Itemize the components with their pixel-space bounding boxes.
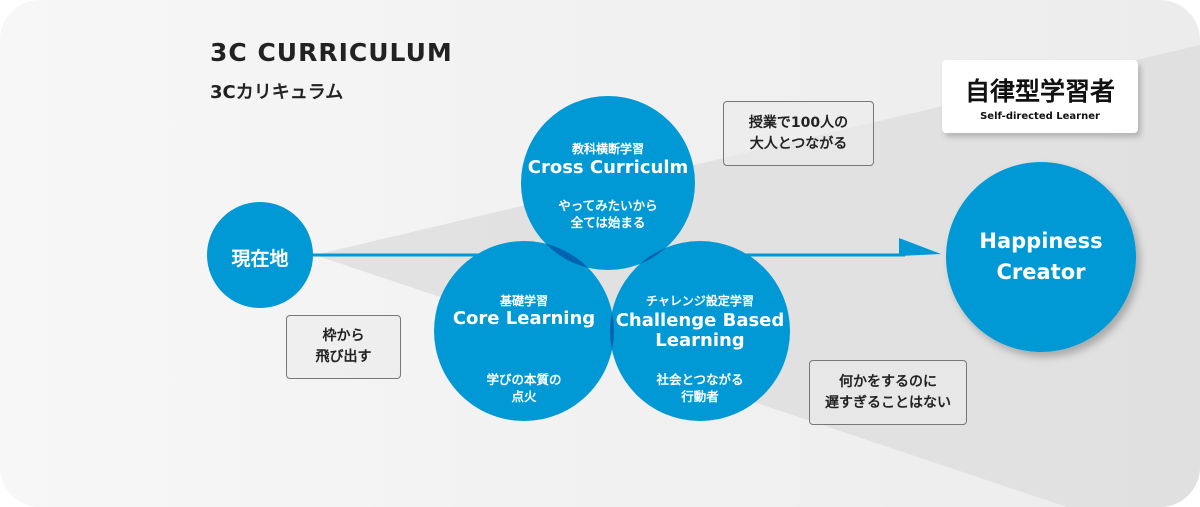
progress-arrow-head [899, 238, 941, 256]
note-never-late-line1: 何かをするのに [839, 373, 937, 390]
core-learning-en: Core Learning [452, 308, 596, 329]
page-title: 3C CURRICULUM [210, 38, 453, 67]
challenge-learning-desc2: 行動者 [681, 389, 719, 404]
note-break-out: 枠から飛び出す [286, 315, 401, 379]
challenge-learning-circle [610, 241, 790, 421]
challenge-learning-en2: Learning [655, 330, 745, 351]
core-learning-jp: 基礎学習 [499, 294, 548, 308]
challenge-learning-desc1: 社会とつながる [656, 372, 744, 387]
core-learning-desc2: 点火 [511, 389, 537, 404]
goal-line1: Happiness [979, 229, 1103, 253]
note-connect: 授業で100人の大人とつながる [723, 101, 874, 166]
goal-label: 自律型学習者 Self-directed Learner [942, 60, 1138, 133]
cross-curriculum-desc1: やってみたいから [558, 198, 658, 213]
goal-line2: Creator [996, 260, 1086, 284]
goal-circle [946, 162, 1136, 352]
note-break-out-line1: 枠から [322, 328, 365, 344]
cross-curriculum-circle [521, 96, 695, 270]
page-subtitle: 3Cカリキュラム [210, 82, 344, 103]
cross-curriculum-desc2: 全ては始まる [570, 215, 646, 230]
note-connect-line2: 大人とつながる [749, 135, 848, 152]
challenge-learning-jp: チャレンジ設定学習 [646, 294, 754, 308]
cross-curriculum-en: Cross Curriculm [527, 157, 689, 178]
challenge-learning-en1: Challenge Based [615, 310, 785, 331]
note-never-late-line2: 遅すぎることはない [825, 394, 951, 411]
start-label: 現在地 [231, 248, 289, 270]
note-never-late: 何かをするのに遅すぎることはない [809, 360, 967, 425]
goal-label-jp: 自律型学習者 [964, 77, 1115, 106]
start-circle [207, 202, 313, 308]
core-learning-desc1: 学びの本質の [486, 372, 562, 387]
cross-curriculum-jp: 教科横断学習 [571, 142, 644, 156]
goal-label-en: Self-directed Learner [980, 111, 1100, 122]
note-break-out-line2: 飛び出す [315, 349, 372, 365]
core-learning-circle [434, 241, 614, 421]
note-connect-line1: 授業で100人の [748, 114, 849, 131]
